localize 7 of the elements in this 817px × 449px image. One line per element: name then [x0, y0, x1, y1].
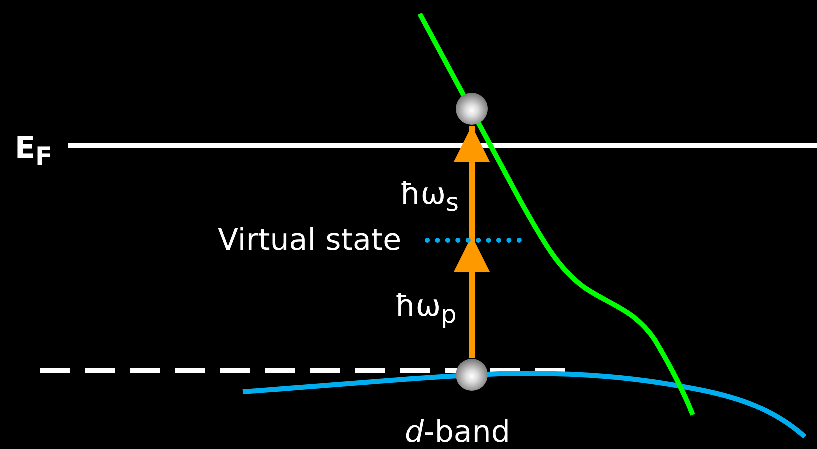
level-label: Virtual state	[218, 226, 402, 256]
energy-level-label: E$_{F}$	[15, 134, 53, 169]
edge-label: ħω$_{s}$	[400, 180, 459, 215]
electron-ball	[456, 359, 488, 391]
electron-ball	[456, 93, 488, 125]
band-label: d-band	[405, 418, 510, 448]
edge-label: ħω$_{p}$	[395, 292, 457, 327]
